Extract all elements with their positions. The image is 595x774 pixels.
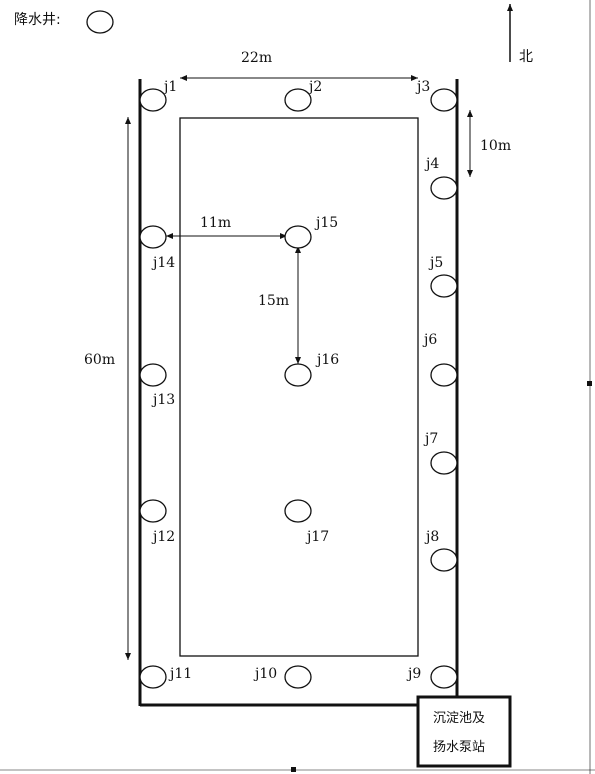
page-corner-mark	[587, 381, 592, 386]
dim-22m: 22m	[241, 50, 272, 66]
label-j17: j17	[305, 529, 329, 545]
well-j14	[139, 225, 167, 249]
dim-60m: 60m	[84, 352, 115, 368]
well-j8	[430, 548, 458, 572]
page-bottom-mark	[291, 767, 296, 772]
label-j9: j9	[406, 666, 421, 682]
label-j1: j1	[162, 79, 177, 95]
label-j4: j4	[424, 156, 439, 172]
well-j16	[284, 363, 312, 387]
well-circle-icon	[86, 10, 114, 34]
label-j2: j2	[307, 79, 322, 95]
label-j8: j8	[424, 529, 439, 545]
well-j4	[430, 176, 458, 200]
label-j11: j11	[168, 666, 192, 682]
well-j12	[139, 499, 167, 523]
dim-11m: 11m	[200, 215, 231, 231]
label-j14: j14	[151, 255, 175, 271]
dim-15m: 15m	[258, 293, 289, 309]
well-j15	[284, 225, 312, 249]
well-j6	[430, 363, 458, 387]
label-j13: j13	[151, 392, 175, 408]
well-j7	[430, 451, 458, 475]
dim-10m: 10m	[480, 138, 511, 154]
well-j2	[284, 88, 312, 112]
excavation-pit	[179, 117, 419, 657]
pump-station-line2: 扬水泵站	[433, 740, 485, 755]
label-j5: j5	[428, 255, 443, 271]
legend-label: 降水井:	[14, 12, 61, 28]
label-j10: j10	[253, 666, 277, 682]
well-j11	[139, 665, 167, 689]
pump-station-box	[416, 695, 512, 768]
well-j17	[284, 499, 312, 523]
well-j5	[430, 274, 458, 298]
label-j6: j6	[422, 332, 437, 348]
north-label: 北	[519, 49, 533, 65]
pump-station-line1: 沉淀池及	[433, 711, 485, 726]
label-j7: j7	[423, 431, 438, 447]
label-j3: j3	[415, 79, 430, 95]
well-j10	[284, 665, 312, 689]
well-j13	[139, 363, 167, 387]
well-j3	[430, 88, 458, 112]
well-j9	[430, 665, 458, 689]
label-j16: j16	[315, 352, 339, 368]
well-j1	[139, 88, 167, 112]
label-j12: j12	[151, 529, 175, 545]
label-j15: j15	[314, 215, 338, 231]
